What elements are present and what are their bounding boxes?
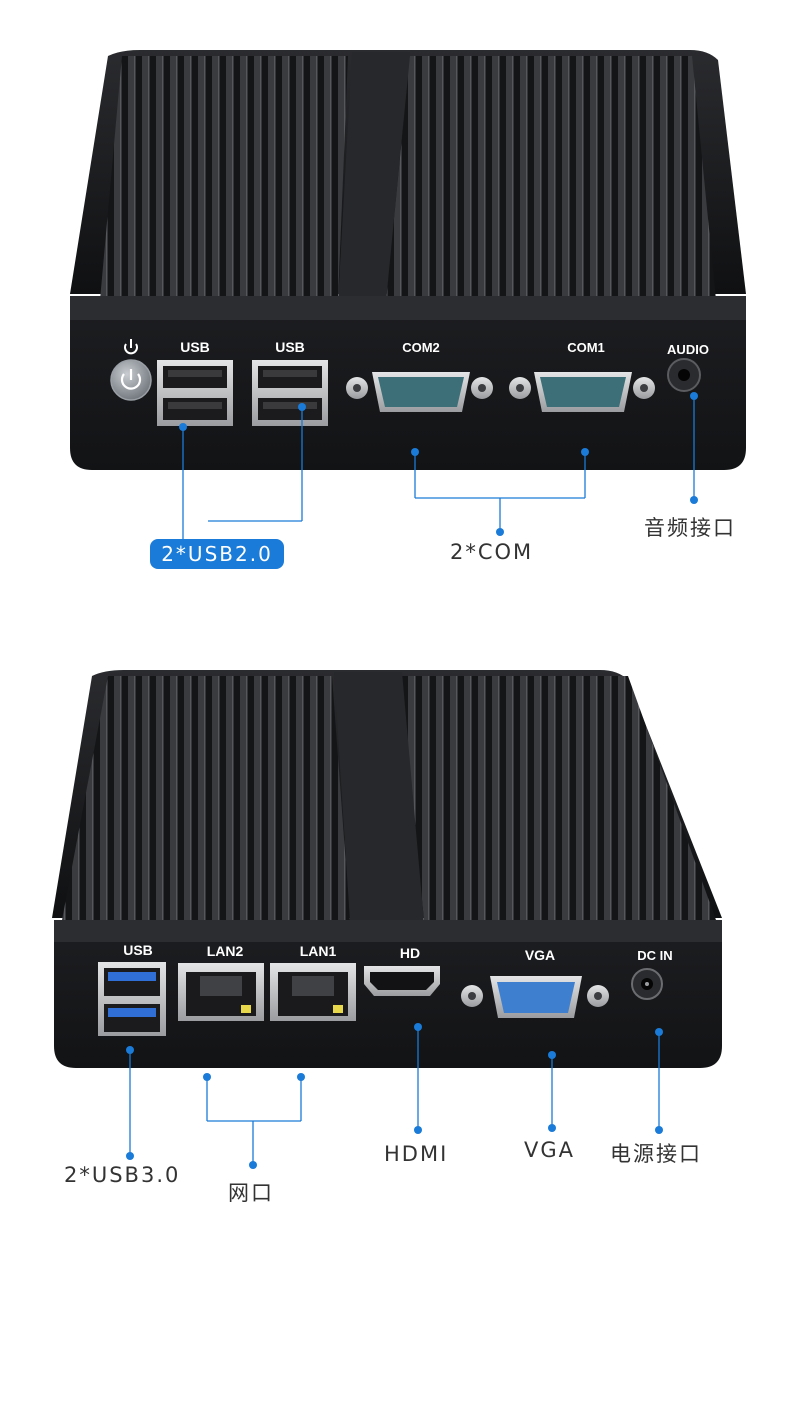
engraving-usb: USB (123, 942, 153, 958)
usb2-port-pair-left (157, 360, 233, 426)
engraving-dc-in: DC IN (637, 948, 672, 963)
callout-usb2: 2*USB2.0 (150, 539, 284, 569)
power-symbol-icon (124, 343, 138, 355)
engraving-lan2: LAN2 (207, 943, 244, 959)
hdmi-port (364, 966, 440, 996)
photo2-leader-lines (126, 1023, 663, 1169)
photo1-leader-lines (179, 392, 698, 540)
callout-hdmi: HDMI (384, 1142, 449, 1166)
engraving-hd: HD (400, 945, 420, 961)
audio-jack (667, 358, 701, 392)
engraving-audio: AUDIO (667, 342, 709, 357)
com1-port (509, 372, 655, 412)
mini-pc-rear-view: USB USB COM2 COM1 AUDIO (70, 50, 746, 470)
mini-pc-front-view: USB LAN2 LAN1 HD VGA DC IN (52, 670, 722, 1068)
engraving-com1: COM1 (567, 340, 605, 355)
callout-com: 2*COM (450, 540, 534, 564)
usb2-port-pair-right (252, 360, 328, 426)
engraving-vga: VGA (525, 947, 555, 963)
usb3-port-pair (98, 962, 166, 1036)
engraving-usb-a: USB (180, 339, 210, 355)
dc-in-jack (631, 968, 663, 1000)
engraving-com2: COM2 (402, 340, 440, 355)
callout-audio: 音频接口 (644, 516, 736, 540)
callout-lan: 网口 (228, 1181, 274, 1205)
engraving-lan1: LAN1 (300, 943, 337, 959)
vga-port (461, 976, 609, 1018)
lan2-port (178, 963, 264, 1021)
com2-port (346, 372, 493, 412)
callout-usb3: 2*USB3.0 (64, 1163, 181, 1187)
callout-vga: VGA (524, 1138, 576, 1162)
callout-power: 电源接口 (610, 1142, 702, 1166)
lan1-port (270, 963, 356, 1021)
engraving-usb-b: USB (275, 339, 305, 355)
